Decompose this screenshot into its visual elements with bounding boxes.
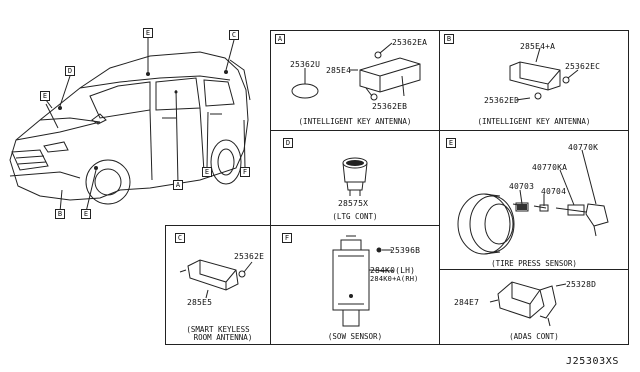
vehicle-tag-f-rear: F xyxy=(240,167,250,177)
panel-adas-caption: (ADAS CONT) xyxy=(509,332,559,341)
panel-a-part-25362eb: 25362EB xyxy=(372,102,408,111)
panel-f-part-284k0a-rh: 284K0+A(RH) xyxy=(370,275,419,283)
panel-a-tag: A xyxy=(275,34,285,44)
panel-f-part-284k0-lh: 284K0(LH) xyxy=(370,266,416,275)
panel-c-part-25362e: 25362E xyxy=(234,252,265,261)
panel-a-caption: (INTELLIGENT KEY ANTENNA) xyxy=(298,117,412,126)
panel-e-tag: E xyxy=(446,138,456,148)
panel-e-part-40704: 40704 xyxy=(541,187,567,196)
vehicle-tag-e-wheel: E xyxy=(81,209,91,219)
panel-a-part-25362u: 25362U xyxy=(290,60,321,69)
panel-d-tag: D xyxy=(283,138,293,148)
panel-c-part-285e5: 285E5 xyxy=(187,298,213,307)
panel-c-tag: C xyxy=(175,233,185,243)
panel-adas-part-25328d: 25328D xyxy=(566,280,597,289)
panel-a-part-25362ea: 25362EA xyxy=(392,38,428,47)
panel-adas-part-284e7: 284E7 xyxy=(454,298,480,307)
vehicle-tag-e-roof: E xyxy=(143,28,153,38)
panel-b-part-285e4a: 285E4+A xyxy=(520,42,556,51)
panel-c-caption-line2: ROOM ANTENNA) xyxy=(193,333,253,342)
panel-b-part-25362ec: 25362EC xyxy=(565,62,601,71)
panel-e-part-40703: 40703 xyxy=(509,182,535,191)
panel-b-tag: B xyxy=(444,34,454,44)
vehicle-tag-a-door: A xyxy=(173,180,183,190)
panel-c-caption-line1: (SMART KEYLESS xyxy=(186,325,250,334)
vehicle-tag-d-interior: D xyxy=(65,66,75,76)
panel-f-tag: F xyxy=(282,233,292,243)
panel-b-part-25362ed: 25362ED xyxy=(484,96,520,105)
panel-e-caption: (TIRE PRESS SENSOR) xyxy=(491,259,577,268)
panel-adas-frame xyxy=(439,269,629,345)
panel-e-part-40770ka: 40770KA xyxy=(532,163,568,172)
panel-f-caption: (SOW SENSOR) xyxy=(327,332,383,341)
panel-d-caption: (LTG CONT) xyxy=(332,212,378,221)
panel-f-part-25396b: 25396B xyxy=(390,246,421,255)
vehicle-tag-b-bumper: B xyxy=(55,209,65,219)
drawing-code: J25303XS xyxy=(566,356,619,367)
panel-b-caption: (INTELLIGENT KEY ANTENNA) xyxy=(477,117,591,126)
panel-d-part-28575x: 28575X xyxy=(338,199,369,208)
panel-e-part-40770k: 40770K xyxy=(568,143,599,152)
vehicle-tag-c-rear: C xyxy=(229,30,239,40)
vehicle-tag-e-front: E xyxy=(40,91,50,101)
panel-a-part-285e4: 285E4 xyxy=(326,66,352,75)
vehicle-tag-e-door: E xyxy=(202,167,212,177)
